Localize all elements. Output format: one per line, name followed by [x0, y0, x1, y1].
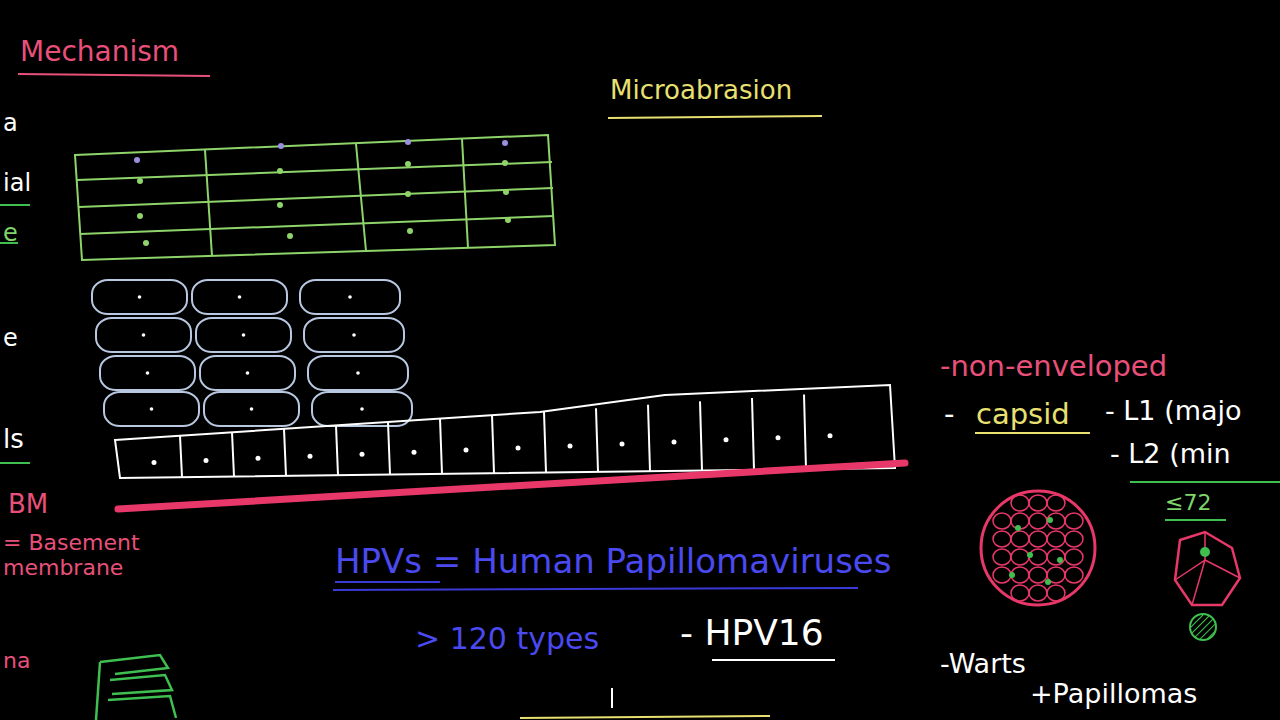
board-label: ls — [3, 425, 24, 455]
board-label: +Papillomas — [1030, 678, 1197, 709]
board-label: a — [3, 110, 18, 138]
board-label: -non-enveloped — [940, 350, 1167, 383]
board-label: na — [3, 648, 30, 673]
board-label: capsid — [976, 398, 1070, 431]
board-label: ial — [3, 170, 31, 198]
board-label: Microabrasion — [610, 76, 792, 106]
board-label: e — [3, 325, 18, 353]
board-label: e — [3, 220, 18, 248]
board-label: HPVs = Human Papillomaviruses — [335, 542, 892, 581]
board-label: = Basement membrane — [3, 530, 178, 581]
board-label: > 120 types — [415, 622, 599, 657]
board-label: ≤72 — [1165, 490, 1211, 515]
board-label: -Warts — [940, 648, 1026, 679]
board-label: BM — [8, 490, 48, 520]
board-label: - L2 (min — [1110, 438, 1231, 469]
heading: Mechanism — [20, 36, 179, 68]
board-label: - HPV16 — [680, 612, 824, 653]
board-label: - — [944, 398, 954, 431]
board-label: - L1 (majo — [1105, 395, 1242, 426]
